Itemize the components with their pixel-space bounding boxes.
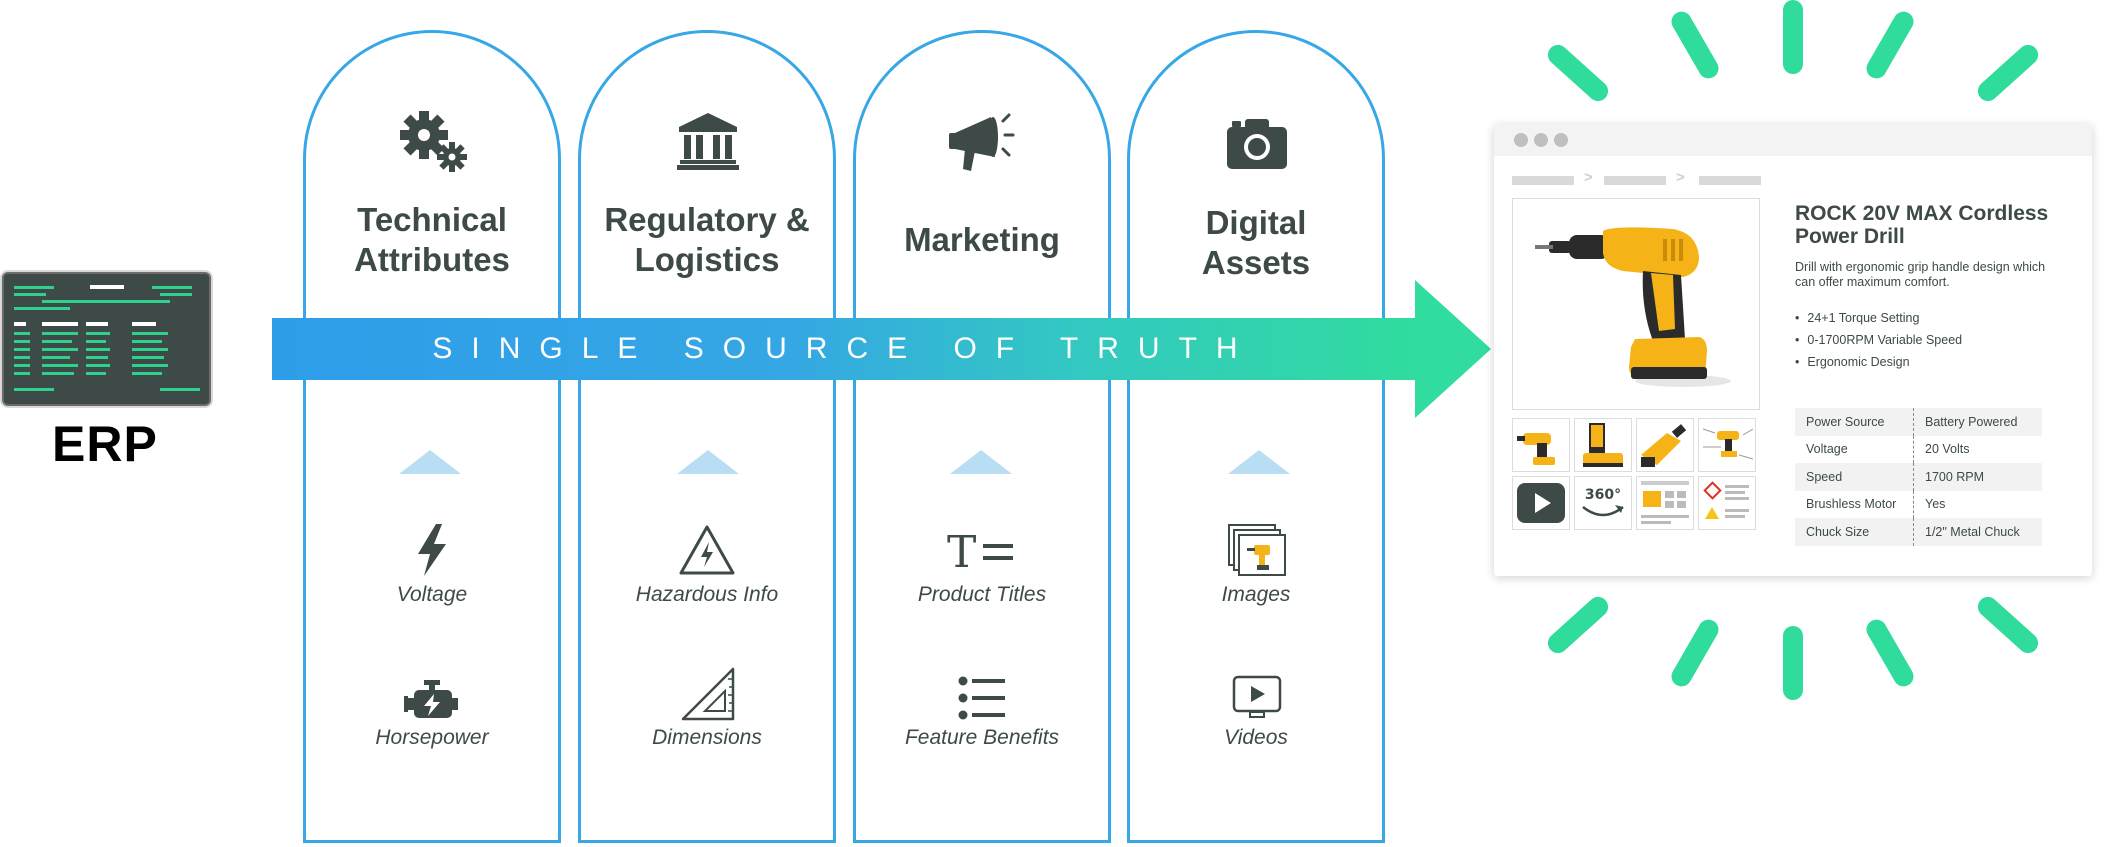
bullet-list-icon [947,668,1017,728]
svg-text:360°: 360° [1585,487,1621,503]
item-label: Feature Benefits [904,726,1060,749]
product-main-image [1512,198,1760,410]
pillar-triangle [399,450,461,474]
product-page-window: > > 360° [1494,124,2092,576]
institution-icon [670,104,746,180]
pillar-marketing [853,30,1111,843]
pillar-title: Regulatory &Logistics [604,201,810,278]
megaphone-icon [944,104,1020,180]
item-label: Voltage [396,583,468,606]
product-thumbnail[interactable] [1698,418,1756,472]
list-item: 0-1700RPM Variable Speed [1795,329,1962,351]
product-bullets: 24+1 Torque Setting 0-1700RPM Variable S… [1795,307,1962,373]
set-square-ruler-icon [674,664,744,724]
pillar-triangle [950,450,1012,474]
erp-screen-icon [2,272,211,406]
engine-icon [397,670,467,730]
text-title-icon: T [947,522,1017,582]
pillar-triangle [677,450,739,474]
arrow-label: SINGLE SOURCE OF TRUTH [432,332,1257,365]
item-label: Images [1221,583,1291,606]
video-play-icon [1222,668,1292,728]
pillar-title: Marketing [904,221,1060,258]
hazard-sheet-thumbnail[interactable] [1698,476,1756,530]
lightning-bolt-icon [397,520,467,580]
item-label: Product Titles [917,583,1047,606]
camera-icon [1219,106,1295,182]
product-thumbnail[interactable] [1574,418,1632,472]
list-item: 24+1 Torque Setting [1795,307,1962,329]
product-description: Drill with ergonomic grip handle design … [1795,260,2046,289]
rotate-360-thumbnail[interactable]: 360° [1574,476,1632,530]
pillar-triangle [1228,450,1290,474]
item-label: Horsepower [375,726,489,749]
product-thumbnail[interactable] [1512,418,1570,472]
spec-sheet-thumbnail[interactable] [1636,476,1694,530]
image-stack-icon [1222,520,1292,580]
arrow-head [1415,280,1491,418]
single-source-arrow [272,318,1417,380]
gears-icon [394,102,470,178]
product-title: ROCK 20V MAX Cordless Power Drill [1795,202,2049,248]
window-titlebar [1494,124,2092,156]
hazard-warning-icon [672,520,742,580]
item-label: Videos [1224,726,1288,749]
product-thumbnail[interactable] [1636,418,1694,472]
item-label: Dimensions [652,726,762,749]
svg-text:T: T [947,527,976,577]
erp-label: ERP [52,416,158,472]
list-item: Ergonomic Design [1795,351,1962,373]
item-label: Hazardous Info [635,583,779,606]
video-thumbnail[interactable] [1512,476,1570,530]
